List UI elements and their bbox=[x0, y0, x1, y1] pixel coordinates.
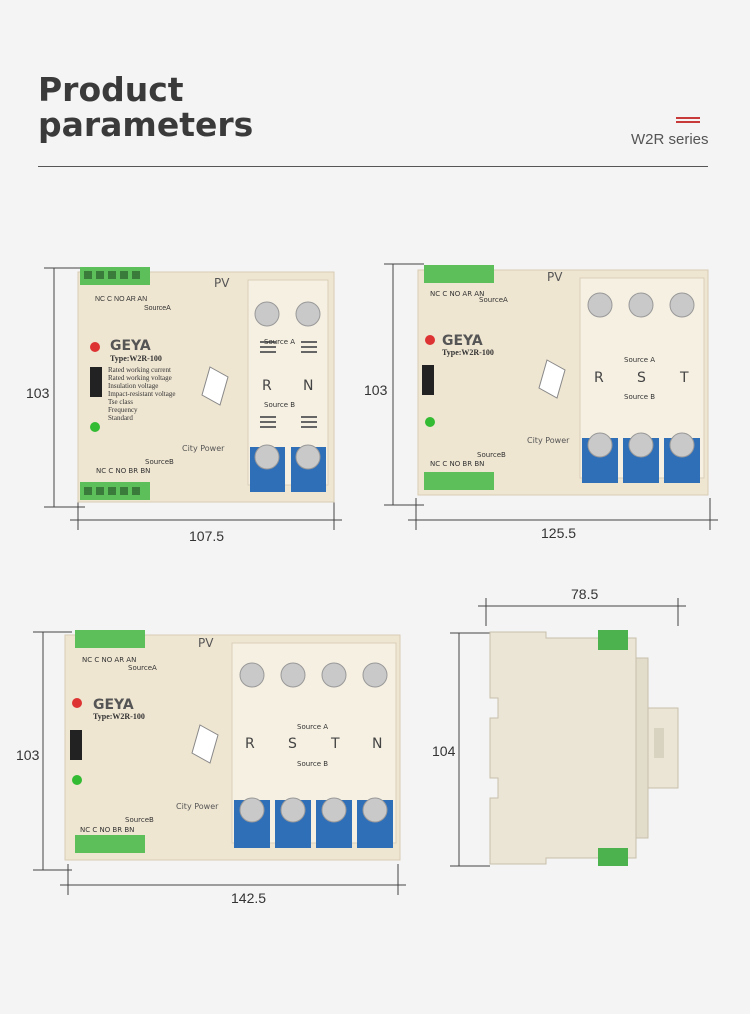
svg-text:Standard: Standard bbox=[108, 414, 133, 422]
side-view-width: 78.5 bbox=[571, 586, 599, 602]
svg-text:Rated working current: Rated working current bbox=[108, 366, 171, 374]
device-4p-city-power: City Power bbox=[176, 802, 219, 811]
svg-text:Frequency: Frequency bbox=[108, 406, 138, 414]
device-3p-source-a-short: SourceA bbox=[479, 296, 508, 304]
device-4p-pole-2: S bbox=[288, 736, 297, 752]
device-2p-width: 107.5 bbox=[189, 528, 225, 544]
device-4p-terminals-a: NC C NO AR AN bbox=[82, 656, 137, 664]
device-4p-pv: PV bbox=[198, 636, 214, 650]
device-3p-brand: GEYA bbox=[442, 333, 483, 349]
device-3p-width: 125.5 bbox=[541, 525, 577, 541]
device-2p-pole-1: R bbox=[262, 378, 272, 394]
device-3p-pole-1: R bbox=[594, 370, 604, 386]
series-accent-mark bbox=[676, 117, 700, 125]
device-3p-height: 103 bbox=[364, 382, 388, 398]
device-4p-height: 103 bbox=[16, 747, 40, 763]
svg-text:Insulation voltage: Insulation voltage bbox=[108, 382, 158, 390]
device-2p-source-b: Source B bbox=[264, 401, 296, 409]
device-3p-pole-2: S bbox=[637, 370, 646, 386]
device-side-view bbox=[489, 630, 679, 866]
title-line-2: parameters bbox=[38, 105, 254, 144]
device-3p-city-power: City Power bbox=[527, 436, 570, 445]
series-label: W2R series bbox=[631, 131, 709, 148]
device-3p-source-b: Source B bbox=[624, 393, 656, 401]
svg-text:Tse class: Tse class bbox=[108, 398, 133, 406]
device-2p-pv: PV bbox=[214, 276, 230, 290]
device-4p-pole-4: N bbox=[372, 736, 383, 752]
device-3p-source-a: Source A bbox=[624, 356, 656, 364]
device-3p-terminals-b: NC C NO BR BN bbox=[430, 460, 485, 468]
device-4p-source-b: Source B bbox=[297, 760, 329, 768]
device-4p-front-view bbox=[64, 630, 401, 861]
title-line-1: Product bbox=[38, 70, 184, 109]
device-4p-pole-3: T bbox=[331, 736, 340, 752]
device-2p-pole-2: N bbox=[303, 378, 314, 394]
device-4p-width: 142.5 bbox=[231, 890, 267, 906]
header-divider bbox=[38, 166, 708, 167]
device-4p-terminals-b: NC C NO BR BN bbox=[80, 826, 135, 834]
device-4p-brand: GEYA bbox=[93, 697, 134, 713]
device-2p-source-b-short: SourceB bbox=[145, 458, 174, 466]
device-3p-type: Type:W2R-100 bbox=[442, 348, 494, 357]
device-2p-terminals-b: NC C NO BR BN bbox=[96, 467, 151, 475]
device-3p-pole-3: T bbox=[680, 370, 689, 386]
page-title: Product parameters bbox=[38, 72, 253, 142]
device-3p-terminals-a: NC C NO AR AN bbox=[430, 290, 485, 298]
side-view-height: 104 bbox=[432, 743, 456, 759]
device-3p-front-view bbox=[417, 265, 709, 496]
svg-text:Impact-resistant voltage: Impact-resistant voltage bbox=[108, 390, 175, 398]
device-2p-source-a: Source A bbox=[264, 338, 296, 346]
device-2p-city-power: City Power bbox=[182, 444, 225, 453]
device-2p-brand: GEYA bbox=[110, 338, 151, 354]
device-3p-source-b-short: SourceB bbox=[477, 451, 506, 459]
device-4p-source-a: Source A bbox=[297, 723, 329, 731]
device-2p-type: Type:W2R-100 bbox=[110, 354, 162, 363]
svg-text:Rated working voltage: Rated working voltage bbox=[108, 374, 172, 382]
device-3p-pv: PV bbox=[547, 270, 563, 284]
device-4p-source-a-short: SourceA bbox=[128, 664, 157, 672]
device-2p-source-a-short: SourceA bbox=[144, 305, 171, 312]
device-4p-source-b-short: SourceB bbox=[125, 816, 154, 824]
device-4p-type: Type:W2R-100 bbox=[93, 712, 145, 721]
device-4p-pole-1: R bbox=[245, 736, 255, 752]
device-2p-terminals-a: NC C NO AR AN bbox=[95, 296, 148, 303]
device-2p-height: 103 bbox=[26, 385, 50, 401]
